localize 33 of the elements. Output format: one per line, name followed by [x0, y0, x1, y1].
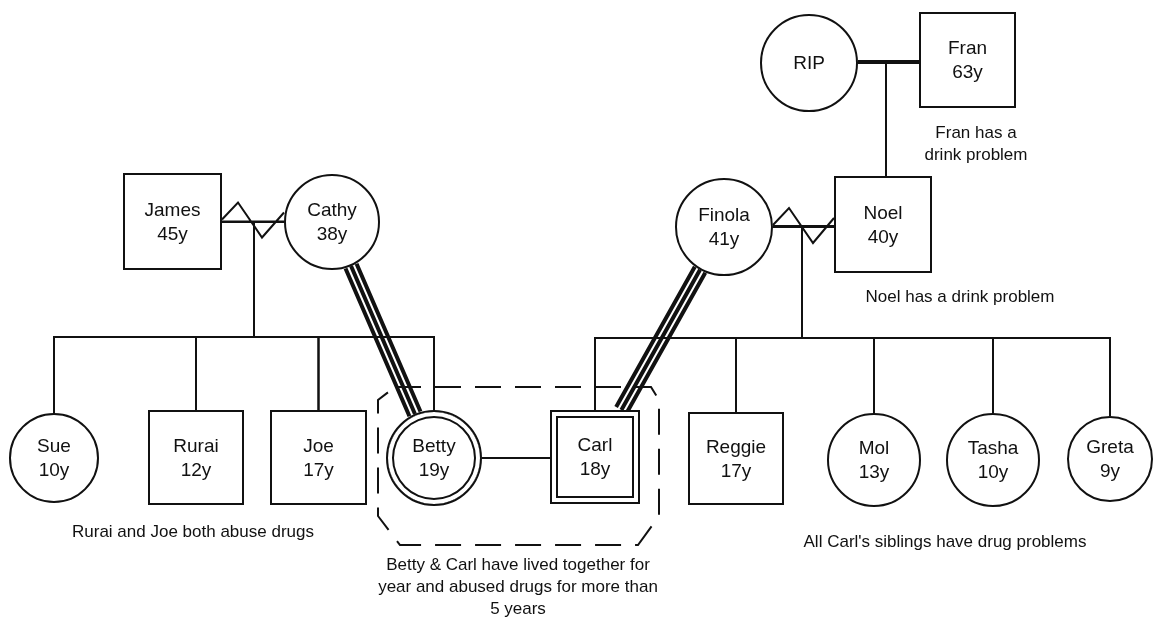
male-square	[919, 12, 1016, 108]
relationship-line	[857, 62, 920, 64]
close-bond-triple-line	[343, 261, 423, 419]
person-label: Rurai 12y	[173, 433, 219, 482]
person-label: Joe 17y	[303, 433, 334, 482]
person-label: Greta 9y	[1086, 435, 1134, 483]
annotation-note: Fran has a drink problem	[923, 122, 1029, 167]
person-label: Fran 63y	[947, 36, 988, 84]
person-label: Mol 13y	[858, 436, 890, 484]
male-square	[688, 412, 784, 505]
conflict-relationship-line	[221, 200, 285, 240]
person-label: Cathy 38y	[307, 198, 357, 246]
person-label: Reggie 17y	[705, 434, 767, 483]
person-label: Carl 18y	[577, 433, 613, 481]
person-label: Noel 40y	[863, 200, 903, 249]
relationship-line	[481, 457, 551, 459]
male-square	[834, 176, 932, 273]
person-label: Betty 19y	[412, 434, 456, 482]
annotation-note: Betty & Carl have lived together for year and abused drugs for more than 5 years	[377, 554, 659, 621]
person-label: James 45y	[144, 197, 201, 246]
conflict-relationship-line	[772, 206, 835, 245]
index-person-double-square	[550, 410, 640, 504]
male-square	[123, 173, 222, 270]
person-label: Sue 10y	[37, 434, 71, 482]
annotation-note: Noel has a drink problem	[864, 286, 1056, 308]
person-label: Tasha 10y	[967, 436, 1019, 484]
annotation-note: Rurai and Joe both abuse drugs	[71, 521, 315, 543]
male-square	[148, 410, 244, 505]
person-label: Finola 41y	[698, 203, 750, 251]
annotation-note: All Carl's siblings have drug problems	[802, 531, 1088, 553]
male-square	[270, 410, 367, 505]
person-label: RIP	[793, 51, 825, 75]
household-boundary	[377, 386, 660, 546]
